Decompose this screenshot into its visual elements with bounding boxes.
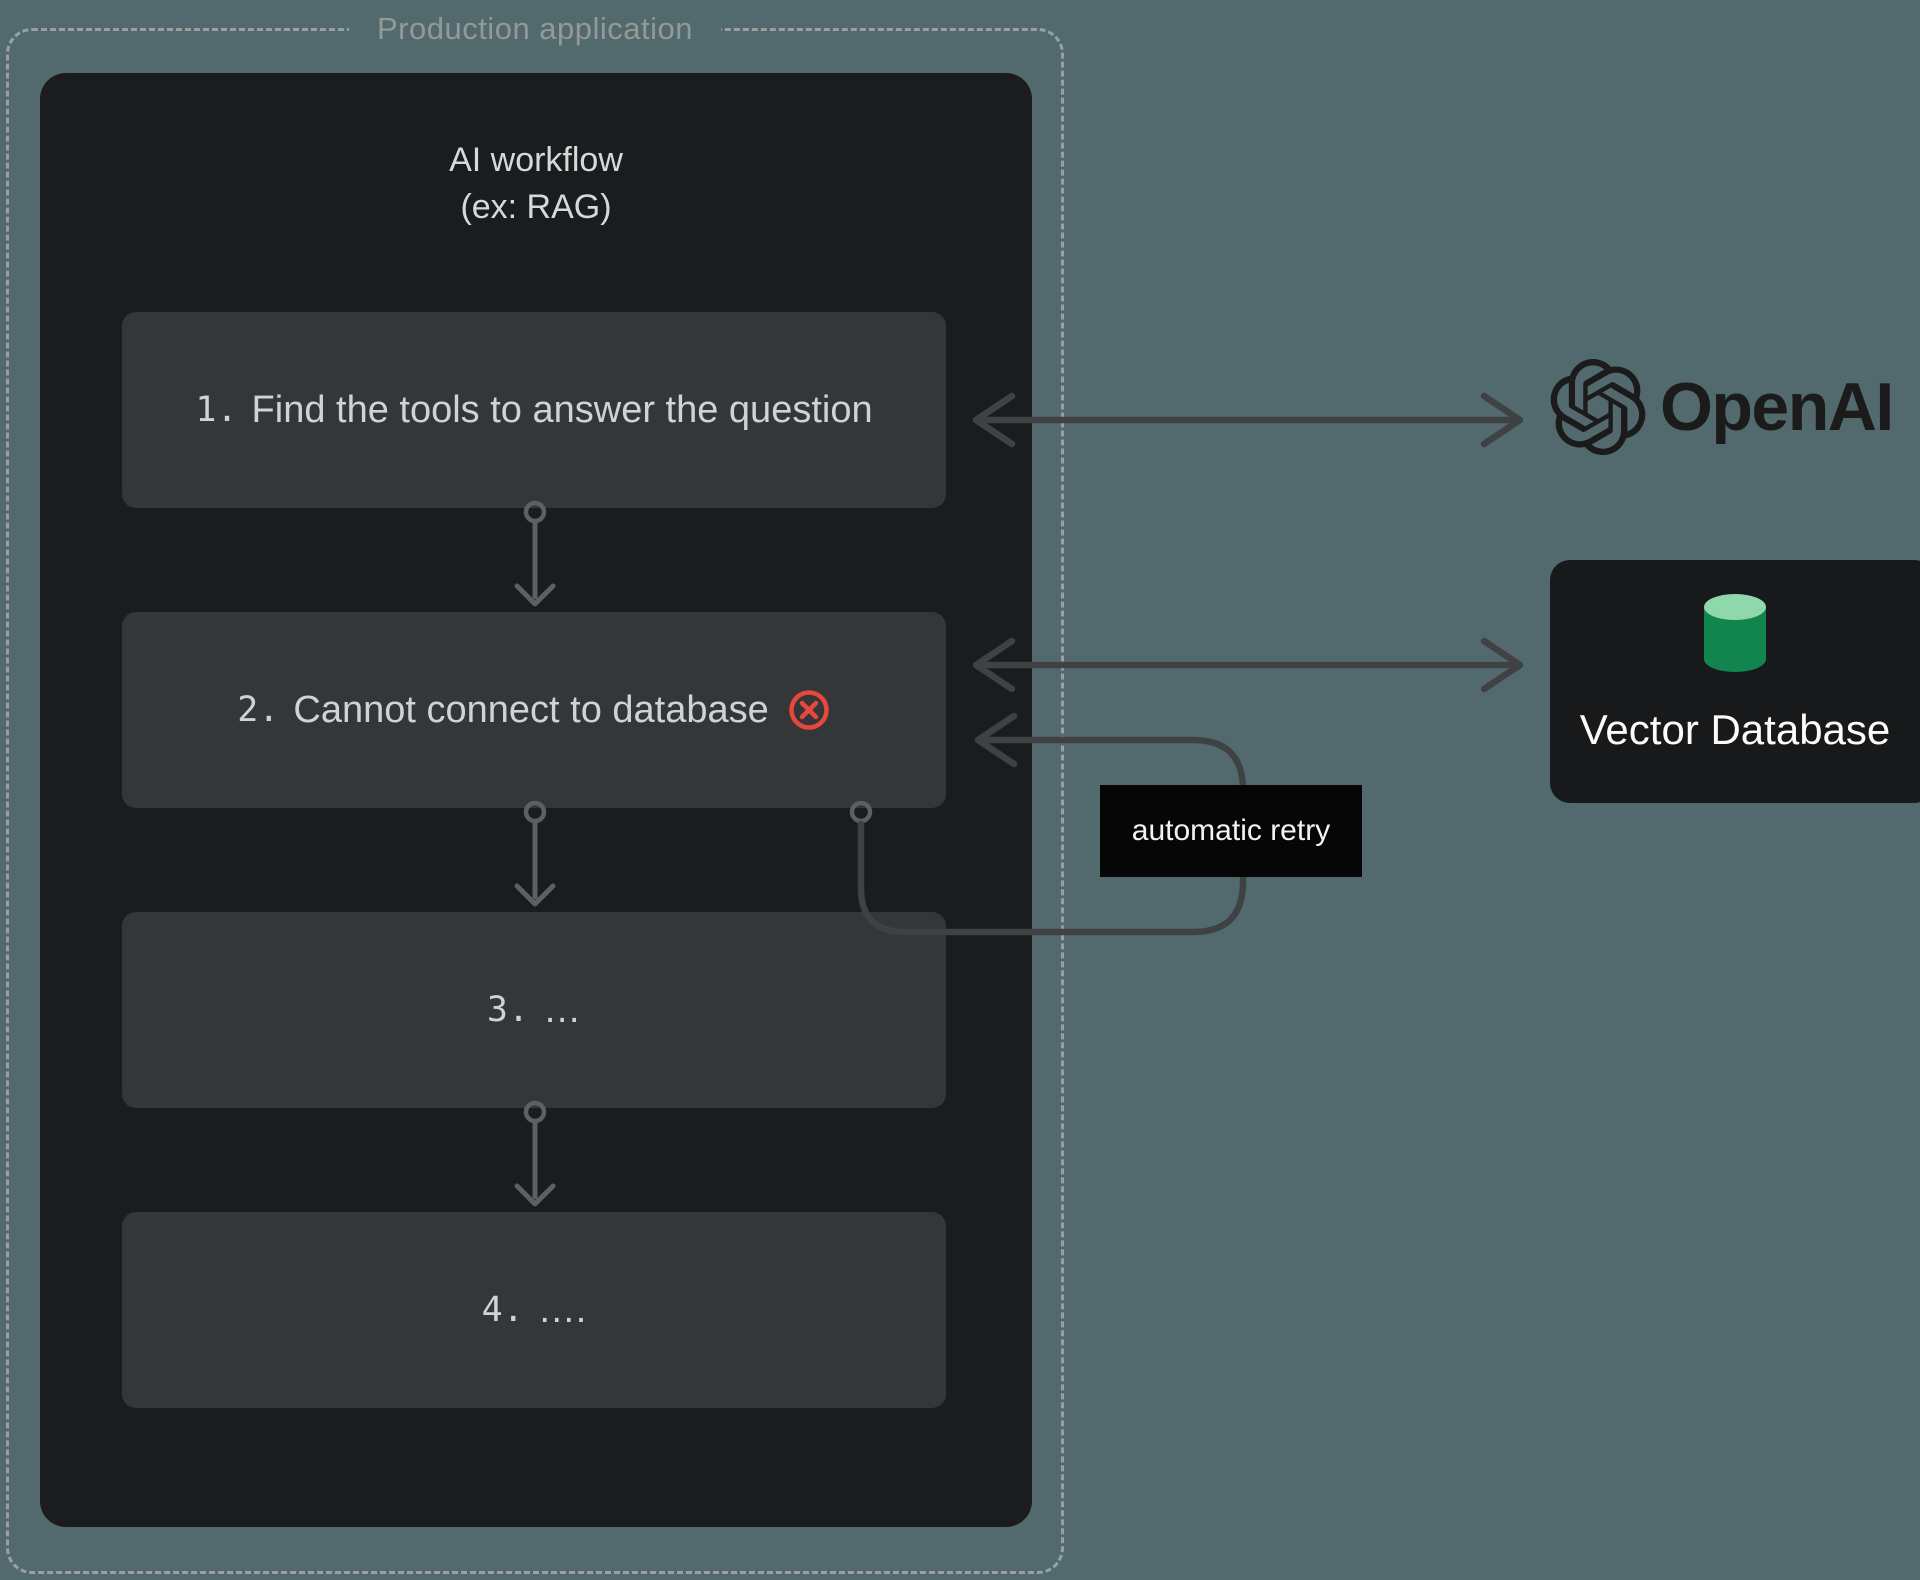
ai-workflow-title: AI workflow (ex: RAG) (40, 137, 1032, 231)
workflow-step-2: 2. Cannot connect to database (122, 612, 946, 808)
error-icon (789, 690, 829, 730)
openai-wordmark: OpenAI (1660, 369, 1894, 445)
step-number: 1. (195, 390, 238, 430)
ai-workflow-title-line2: (ex: RAG) (460, 188, 612, 226)
step-text: …. (537, 1288, 587, 1331)
step-number: 2. (237, 690, 280, 730)
openai-logo-icon (1550, 359, 1646, 455)
automatic-retry-label: automatic retry (1100, 785, 1362, 877)
workflow-step-3: 3. … (122, 912, 946, 1108)
database-cylinder-icon (1704, 594, 1766, 672)
ai-workflow-title-line1: AI workflow (449, 141, 623, 179)
vector-database-card: Vector Database (1550, 560, 1920, 803)
automatic-retry-text: automatic retry (1131, 814, 1331, 847)
step-number: 3. (486, 990, 530, 1030)
production-application-label: Production application (348, 11, 722, 48)
step-text: … (543, 988, 582, 1031)
workflow-step-1: 1. Find the tools to answer the question (122, 312, 946, 508)
vector-database-label: Vector Database (1579, 706, 1891, 753)
step-text: Find the tools to answer the question (251, 388, 873, 431)
workflow-step-4: 4. …. (122, 1212, 946, 1408)
step-text: Cannot connect to database (293, 688, 769, 731)
openai-logo: OpenAI (1550, 358, 1894, 456)
step-number: 4. (481, 1290, 524, 1330)
